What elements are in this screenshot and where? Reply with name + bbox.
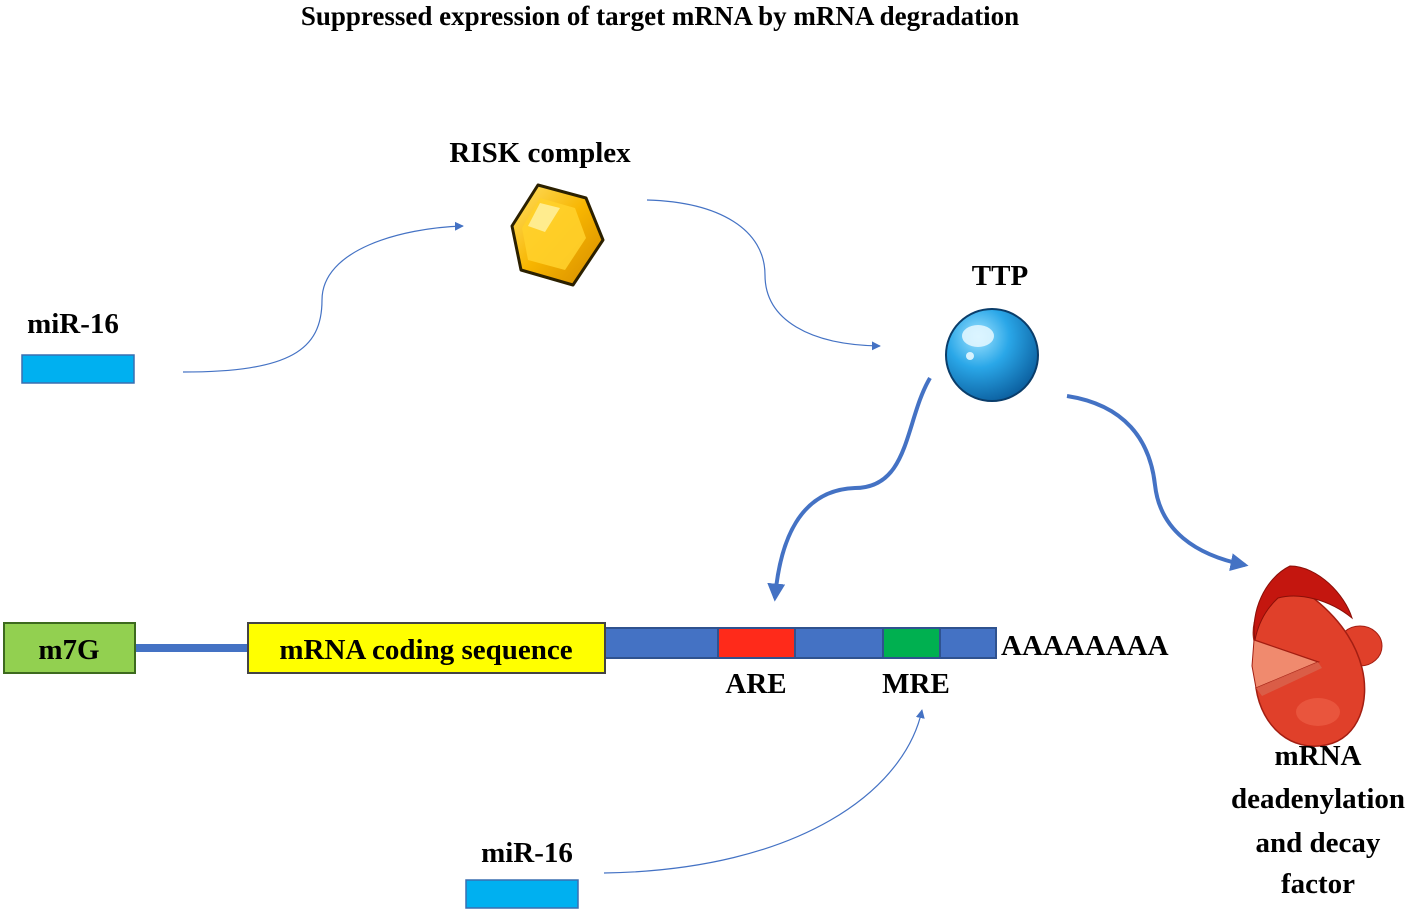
mir16-bottom-strand [465,879,579,909]
decay-factor: mRNA deadenylation and decay factor [1231,565,1405,900]
arrow-risk-complex-to-ttp [646,199,881,351]
polya-tail-label: AAAAAAAA [1001,630,1169,662]
decay-factor-mouth [1251,639,1320,689]
coding-sequence [247,622,606,674]
risk-complex-shine [528,203,560,232]
are-element [717,627,796,659]
mre-label: MRE [882,668,950,700]
mre-element [882,627,941,659]
diagram-title: Suppressed expression of target mRNA by … [301,1,1019,31]
ttp-label: TTP [972,260,1028,292]
decay-factor-highlight [1296,698,1340,726]
mir16-top-label: miR-16 [27,308,119,340]
decay-factor-label-line-4: factor [1281,868,1355,900]
coding-sequence-label: mRNA coding sequence [279,634,572,666]
mir16-bottom-label: miR-16 [481,837,573,869]
ttp: TTP [945,260,1039,402]
mir16-top: miR-16 [21,308,135,384]
risk-complex-label: RISK complex [449,137,631,169]
mir16-bottom: miR-16 [465,837,579,909]
ttp-highlight-dot [966,352,974,360]
mir16-top-strand [21,354,135,384]
arrow-ttp-to-are [767,376,932,602]
decay-factor-mouth-lower [1256,662,1322,696]
decay-factor-label-line-2: deadenylation [1231,783,1405,815]
decay-factor-label-line-1: mRNA [1275,740,1362,772]
arrow-mir16-to-mre [603,709,925,874]
m7g-cap [3,622,136,674]
m7g-cap-label: m7G [38,634,99,666]
risk-complex: RISK complex [449,137,631,287]
mrna-strand: m7G mRNA coding sequence ARE MRE AAAAAAA… [3,622,1169,700]
decay-factor-label-line-3: and decay [1256,827,1381,859]
arrow-ttp-to-decay-factor [1066,394,1249,571]
arrow-mir16-to-risk-complex [182,221,464,373]
ttp-sphere-icon [945,308,1039,402]
mrna-linker [134,644,249,652]
are-label: ARE [725,668,786,700]
ttp-highlight [962,325,994,347]
decay-factor-top [1253,565,1353,641]
